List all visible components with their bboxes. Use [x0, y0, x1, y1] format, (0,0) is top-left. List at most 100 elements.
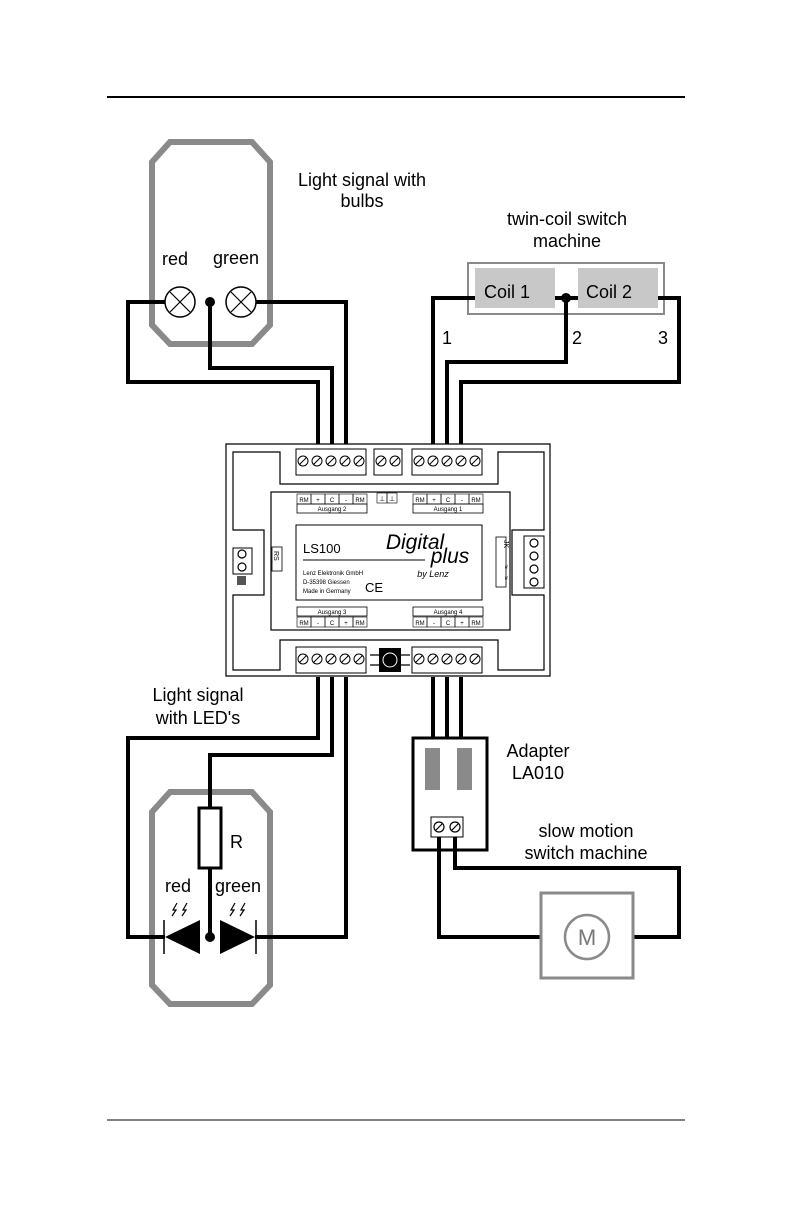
terminal-screw[interactable] — [325, 653, 337, 665]
terminal-screw[interactable] — [311, 653, 323, 665]
ground-symbol: ⊥ — [379, 496, 385, 503]
pin-label: RM — [299, 498, 308, 504]
pin-label: - — [433, 621, 435, 627]
terminal-screw[interactable] — [455, 653, 467, 665]
pin-label: C — [446, 498, 451, 504]
brand-digital: Digital — [386, 531, 446, 554]
terminal-screw[interactable] — [297, 455, 309, 467]
pin-label: + — [316, 498, 320, 504]
terminal-screw[interactable] — [427, 653, 439, 665]
led-red-label: red — [165, 876, 191, 896]
resistor-label: R — [230, 832, 243, 852]
terminal-screw[interactable] — [413, 455, 425, 467]
coil-2 — [578, 268, 658, 308]
terminal-screw[interactable] — [325, 455, 337, 467]
pin-label: RM — [471, 621, 480, 627]
junction-dot — [205, 297, 215, 307]
terminal-screw[interactable] — [353, 455, 365, 467]
red-bulb-icon — [164, 286, 196, 318]
twin-coil-title: twin-coil switch — [507, 209, 627, 229]
ac-symbol: ≈ — [502, 576, 509, 580]
pin-label: RM — [415, 498, 424, 504]
pin-label: + — [432, 498, 436, 504]
pin-label: C — [330, 621, 335, 627]
led-signal-title: Light signal — [152, 685, 243, 705]
adapter-title: Adapter — [506, 741, 569, 761]
brand-by-lenz: by Lenz — [417, 569, 449, 579]
pin-label: C — [446, 621, 451, 627]
pin-label: + — [460, 621, 464, 627]
terminal-screw[interactable] — [297, 653, 309, 665]
pin-label: RM — [471, 498, 480, 504]
red-led-icon — [165, 920, 200, 954]
terminal-screw[interactable] — [413, 653, 425, 665]
wire-1-label: 1 — [442, 328, 452, 348]
motor-icon: M — [578, 925, 596, 950]
adapter-model: LA010 — [512, 763, 564, 783]
terminal-screw[interactable] — [339, 455, 351, 467]
green-bulb-icon — [225, 286, 257, 318]
signal-housing — [149, 139, 273, 347]
bulb-red-label: red — [162, 249, 188, 269]
led-green-label: green — [215, 876, 261, 896]
ausgang-1-label: Ausgang 1 — [434, 507, 463, 513]
ausgang-3-label: Ausgang 3 — [318, 610, 347, 616]
rs-label: RS — [272, 551, 279, 561]
terminal-screw[interactable] — [427, 455, 439, 467]
ausgang-2-label: Ausgang 2 — [318, 507, 347, 513]
brand-plus: plus — [430, 545, 470, 568]
terminal-screw[interactable] — [353, 653, 365, 665]
slow-motion-switch-machine: M slow motion switch machine — [437, 821, 681, 980]
terminal-screw[interactable] — [441, 455, 453, 467]
green-led-icon — [220, 920, 255, 954]
terminal-screw[interactable] — [469, 653, 481, 665]
bulb-signal-title-2: bulbs — [340, 191, 383, 211]
twin-coil-title-2: machine — [533, 231, 601, 251]
terminal-screw[interactable] — [469, 455, 481, 467]
terminal-screw[interactable] — [389, 455, 401, 467]
terminal-screw[interactable] — [339, 653, 351, 665]
pin-label: C — [330, 498, 335, 504]
led-light-signal: R red green Light signal with LED's — [126, 677, 348, 1007]
slow-motion-title: slow motion — [538, 821, 633, 841]
pin-label: - — [317, 621, 319, 627]
slow-motion-title-2: switch machine — [524, 843, 647, 863]
left-terminal — [232, 547, 253, 585]
adapter-la010: Adapter LA010 — [411, 677, 570, 852]
coil-1 — [475, 268, 555, 308]
led-signal-title-2: with LED's — [155, 708, 240, 728]
pin-label: - — [345, 498, 347, 504]
terminal-screw[interactable] — [441, 653, 453, 665]
ground-symbol: ⊥ — [389, 496, 395, 503]
jk-label: JK — [502, 540, 509, 549]
pin-label: + — [344, 621, 348, 627]
terminal-screw[interactable] — [455, 455, 467, 467]
coil-1-label: Coil 1 — [484, 282, 530, 302]
ce-mark: CE — [365, 580, 383, 595]
resistor — [197, 806, 223, 870]
wire-3-label: 3 — [658, 328, 668, 348]
maker-line-2: D-35398 Giessen — [303, 580, 350, 586]
maker-line-3: Made in Germany — [303, 589, 351, 595]
pin-label: RM — [299, 621, 308, 627]
bottom-terminal-strip — [295, 646, 483, 674]
terminal-screw[interactable] — [375, 455, 387, 467]
ac-symbol: ≈ — [502, 565, 509, 569]
pin-label: - — [461, 498, 463, 504]
terminal-screw[interactable] — [311, 455, 323, 467]
light-emission-icon — [171, 902, 246, 917]
model-name: LS100 — [303, 541, 341, 556]
coil-2-label: Coil 2 — [586, 282, 632, 302]
pin-label: RM — [355, 621, 364, 627]
twin-coil-switch-machine: Coil 1 Coil 2 twin-coil switch machine 1… — [431, 209, 681, 452]
bulb-light-signal: Light signal with bulbs red green — [126, 139, 426, 452]
pin-label: RM — [415, 621, 424, 627]
top-terminal-strip — [295, 448, 483, 476]
bulb-signal-title: Light signal with — [298, 170, 426, 190]
wire-2-label: 2 — [572, 328, 582, 348]
led-signal-housing — [149, 789, 273, 1007]
maker-line-1: Lenz Elektronik GmbH — [303, 571, 363, 577]
bulb-green-label: green — [213, 248, 259, 268]
